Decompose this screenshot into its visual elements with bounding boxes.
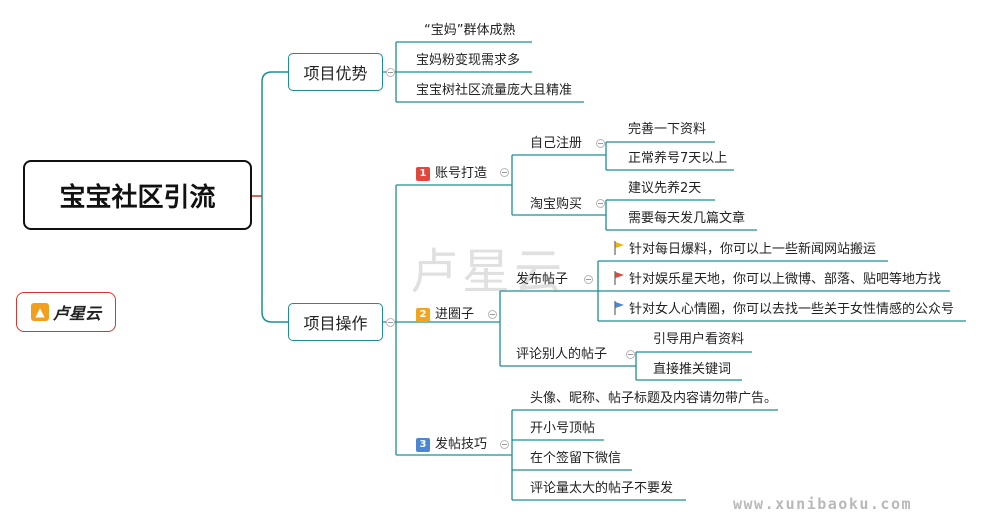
group-posting-tips[interactable]: 3 发帖技巧 (416, 436, 487, 454)
brand-logo: ▲ 卢星云 (16, 292, 116, 332)
badge-number: 3 (416, 438, 430, 452)
leaf-item[interactable]: 直接推关键词 (653, 362, 732, 377)
leaf-item-flagged[interactable]: 针对娱乐星天地，你可以上微博、部落、贴吧等地方找 (614, 271, 941, 289)
group-join-circles[interactable]: 2 进圈子 (416, 306, 474, 324)
leaf-label: 针对女人心情圈，你可以去找一些关于女性情感的公众号 (629, 302, 955, 317)
leaf-item[interactable]: 评论量太大的帖子不要发 (530, 481, 674, 496)
leaf-item-flagged[interactable]: 针对女人心情圈，你可以去找一些关于女性情感的公众号 (614, 301, 954, 319)
connector-tips (498, 409, 778, 501)
branch-label: 项目优势 (303, 64, 368, 83)
leaf-item[interactable]: 引导用户看资料 (653, 332, 745, 347)
badge-number: 2 (416, 308, 430, 322)
root-node[interactable]: 宝宝社区引流 (23, 160, 252, 230)
watermark-text: 卢星云 (410, 244, 567, 300)
thumbs-up-icon: ▲ (30, 303, 49, 321)
connector-circle (488, 290, 622, 367)
connector-register (590, 141, 734, 171)
collapse-toggle-icon[interactable] (596, 139, 605, 148)
red-flag-icon (614, 271, 624, 285)
group-label: 账号打造 (435, 166, 488, 181)
yellow-flag-icon (614, 241, 624, 255)
collapse-toggle-icon[interactable] (488, 310, 497, 319)
leaf-item-flagged[interactable]: 针对每日爆料，你可以上一些新闻网站搬运 (614, 241, 876, 259)
collapse-toggle-icon[interactable] (386, 318, 395, 327)
branch-label: 项目操作 (303, 314, 368, 333)
connector-post (586, 260, 966, 322)
sub-item-taobao[interactable]: 淘宝购买 (530, 197, 583, 212)
badge-number: 1 (416, 167, 430, 181)
leaf-item[interactable]: 开小号顶帖 (530, 421, 596, 436)
collapse-toggle-icon[interactable] (500, 440, 509, 449)
collapse-toggle-icon[interactable] (386, 68, 395, 77)
leaf-item[interactable]: 需要每天发几篇文章 (628, 211, 746, 226)
leaf-item[interactable]: 完善一下资料 (628, 122, 707, 137)
collapse-toggle-icon[interactable] (626, 350, 635, 359)
leaf-label: 针对每日爆料，你可以上一些新闻网站搬运 (629, 242, 877, 257)
branch-project-advantages[interactable]: 项目优势 (288, 53, 383, 91)
sub-item-comment-posts[interactable]: 评论别人的帖子 (516, 347, 608, 362)
connector-taobao (590, 199, 757, 231)
leaf-item[interactable]: 建议先养2天 (628, 181, 702, 196)
leaf-item[interactable]: 宝妈粉变现需求多 (416, 53, 521, 68)
group-account-setup[interactable]: 1 账号打造 (416, 165, 487, 183)
leaf-label: 针对娱乐星天地，你可以上微博、部落、贴吧等地方找 (629, 272, 942, 287)
connector-trunk (261, 71, 288, 323)
group-label: 进圈子 (435, 307, 475, 322)
leaf-item[interactable]: “宝妈”群体成熟 (424, 23, 516, 38)
leaf-item[interactable]: 正常养号7天以上 (628, 151, 728, 166)
blue-flag-icon (614, 301, 624, 315)
branch-project-operations[interactable]: 项目操作 (288, 303, 383, 341)
leaf-item[interactable]: 在个签留下微信 (530, 451, 622, 466)
group-label: 发帖技巧 (435, 437, 488, 452)
sub-item-publish-post[interactable]: 发布帖子 (516, 272, 569, 287)
site-watermark: www.xunibaoku.com (733, 495, 913, 513)
root-label: 宝宝社区引流 (59, 182, 216, 213)
leaf-item[interactable]: 宝宝树社区流量庞大且精准 (416, 83, 573, 98)
connector-account (498, 154, 590, 216)
connector-comment (622, 351, 752, 381)
collapse-toggle-icon[interactable] (500, 168, 509, 177)
sub-item-register[interactable]: 自己注册 (530, 136, 583, 151)
leaf-item[interactable]: 头像、昵称、帖子标题及内容请勿带广告。 (530, 391, 778, 406)
collapse-toggle-icon[interactable] (596, 199, 605, 208)
logo-text: 卢星云 (52, 304, 101, 323)
collapse-toggle-icon[interactable] (584, 275, 593, 284)
underline-groups (412, 184, 498, 456)
